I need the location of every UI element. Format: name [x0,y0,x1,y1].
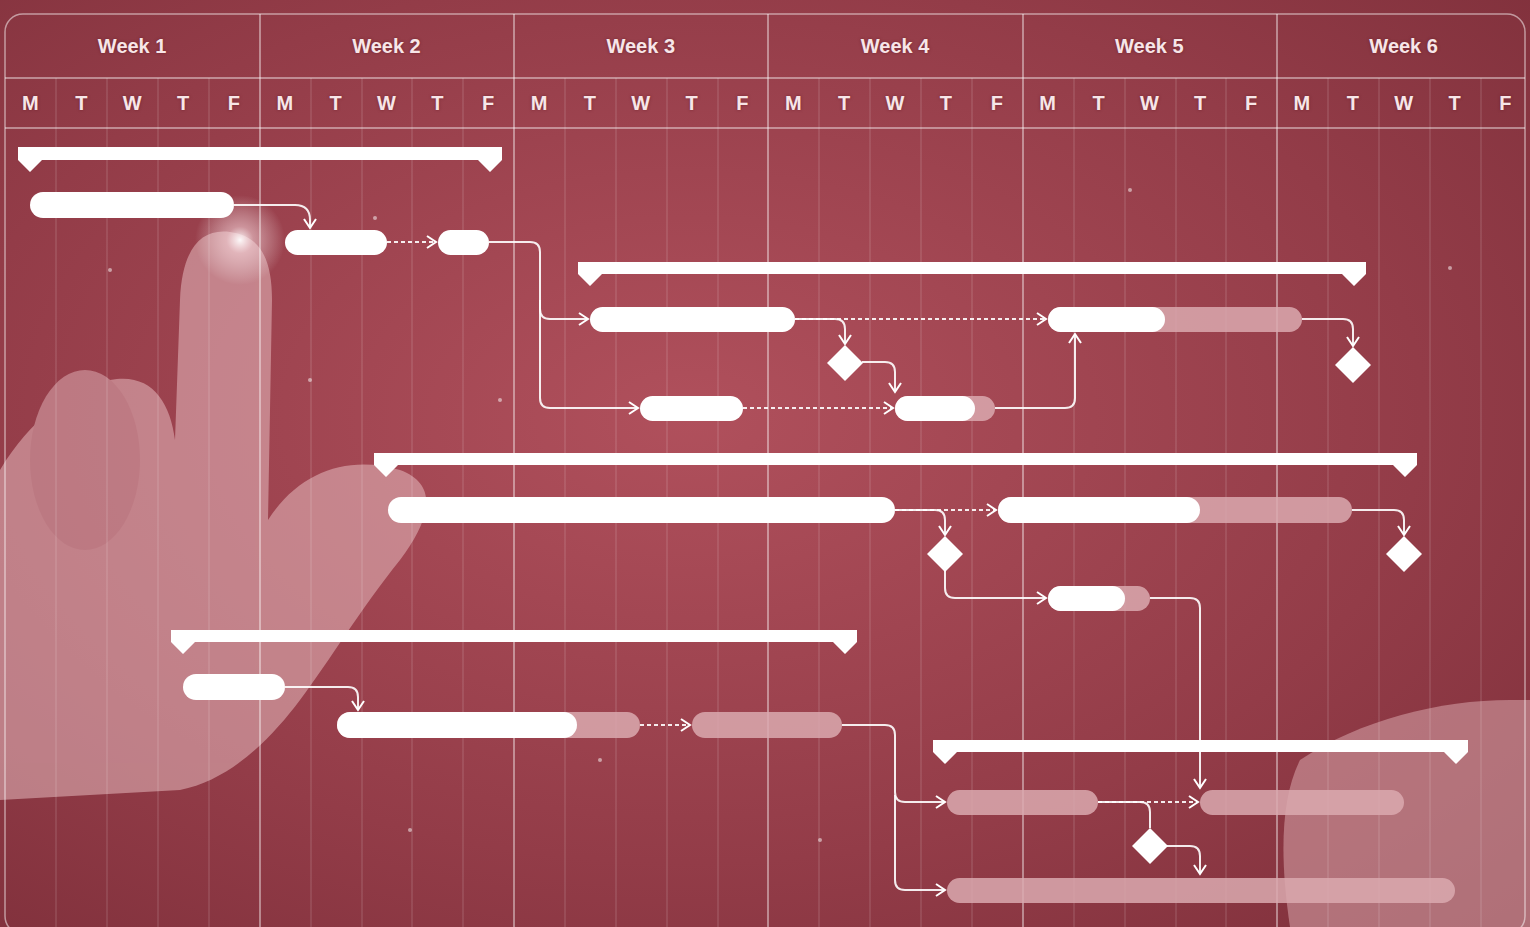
day-label: T [329,92,341,115]
day-label: F [991,92,1003,115]
week-label: Week 6 [1369,35,1438,58]
day-label: T [75,92,87,115]
day-label: T [1448,92,1460,115]
day-label: M [22,92,39,115]
day-label: W [1394,92,1413,115]
day-label: T [1347,92,1359,115]
day-label: T [431,92,443,115]
summary-bracket [18,147,1468,764]
day-label: W [123,92,142,115]
day-label: W [631,92,650,115]
week-label: Week 4 [861,35,930,58]
day-label: W [886,92,905,115]
day-label: F [228,92,240,115]
day-label: M [785,92,802,115]
task-bar [30,192,1455,903]
day-label: F [736,92,748,115]
day-label: W [377,92,396,115]
hand-illustration [0,232,1530,927]
day-label: M [531,92,548,115]
milestone-diamond [827,345,1422,864]
day-label: F [1245,92,1257,115]
day-label: T [1092,92,1104,115]
week-label: Week 1 [98,35,167,58]
day-label: M [276,92,293,115]
day-label: F [1499,92,1511,115]
day-label: T [940,92,952,115]
dependency-arrow [234,205,1404,890]
week-label: Week 5 [1115,35,1184,58]
day-label: T [838,92,850,115]
day-label: T [1194,92,1206,115]
week-label: Week 2 [352,35,421,58]
day-label: T [177,92,189,115]
day-label: M [1294,92,1311,115]
week-label: Week 3 [606,35,675,58]
day-label: F [482,92,494,115]
day-label: T [584,92,596,115]
day-label: T [686,92,698,115]
day-label: W [1140,92,1159,115]
day-label: M [1039,92,1056,115]
grid [5,14,1525,927]
